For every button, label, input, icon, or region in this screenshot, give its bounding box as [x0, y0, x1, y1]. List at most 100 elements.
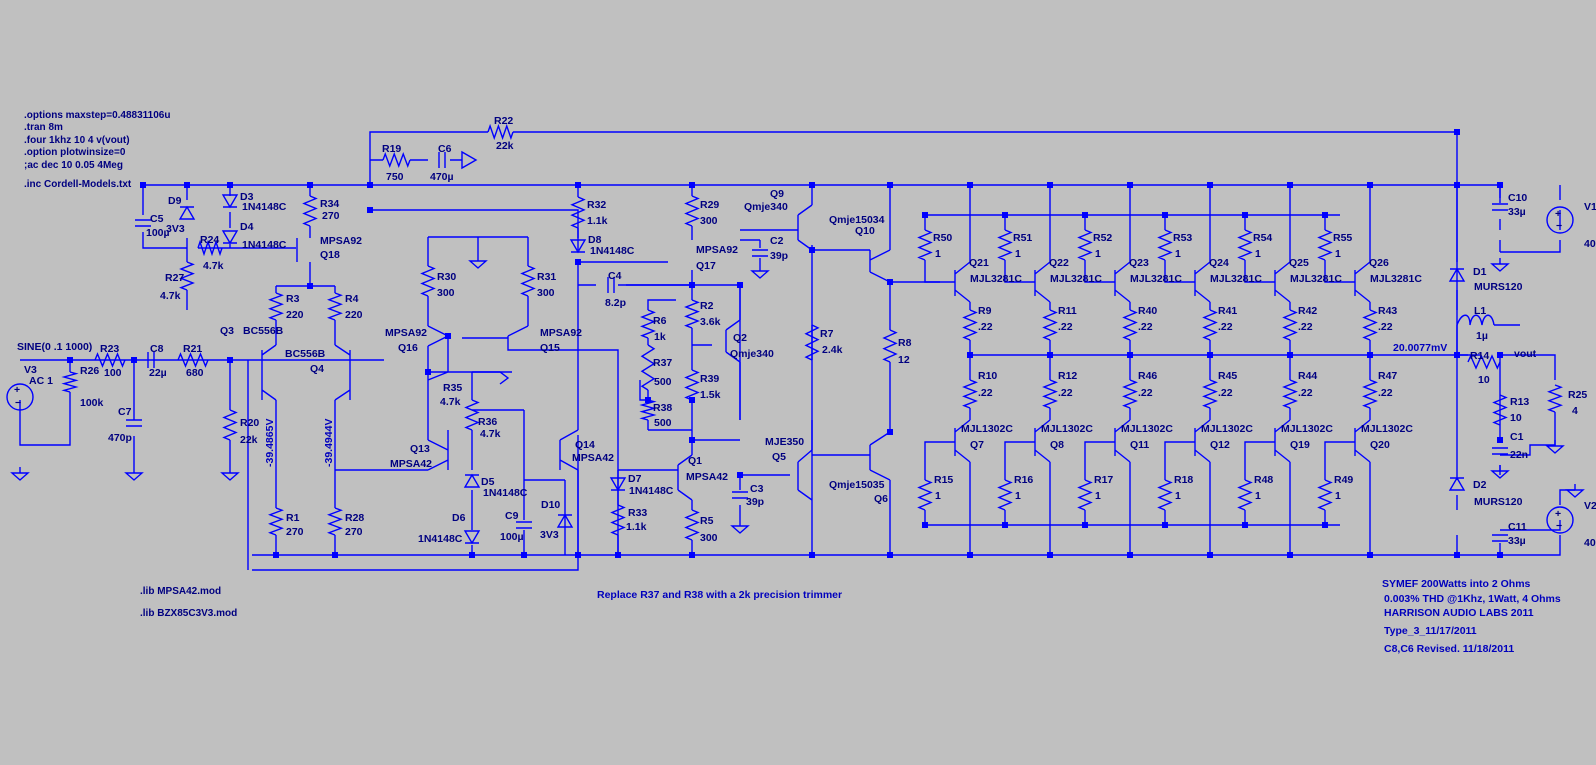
c2-value: 39p [770, 250, 788, 262]
r34-symbol [302, 195, 318, 227]
r7-value: 2.4k [822, 344, 843, 356]
r29-value: 300 [700, 215, 718, 227]
output-rb-bot-3-symbol [1077, 479, 1093, 511]
r1-ref: R1 [286, 512, 300, 524]
d6-symbol [463, 530, 481, 545]
q13-ref: Q13 [410, 443, 430, 455]
output-re-top-ref: R43 [1378, 305, 1397, 317]
d4-value: 1N4148C [242, 239, 287, 251]
output-re-bot-ref: R12 [1058, 370, 1077, 382]
r8-value: 12 [898, 354, 910, 366]
d10-symbol [556, 513, 574, 528]
q4-value: Q4 [310, 363, 324, 375]
output-rb-top-1-symbol [917, 229, 933, 261]
ground-arrow-icon [461, 150, 478, 170]
junction-dot [737, 472, 743, 478]
output-re-top-3-symbol [1122, 309, 1138, 341]
junction-dot [445, 333, 451, 339]
source-v3-name: V3 [24, 364, 37, 376]
output-re-bot-5-symbol [1282, 379, 1298, 409]
output-q-top-value: MJL3281C [1130, 273, 1182, 285]
q3-ref: BC556B [243, 325, 284, 337]
output-re-bot-3-symbol [1122, 379, 1138, 409]
output-q-bot-ref: MJL1302C [1361, 423, 1413, 435]
junction-dot [367, 207, 373, 213]
r36-value: 4.7k [480, 428, 501, 440]
output-pair-wiring [1244, 185, 1291, 555]
r31-value: 300 [537, 287, 555, 299]
r23-ref: R23 [100, 343, 119, 355]
output-re-top-value: .22 [1298, 321, 1313, 333]
junction-dot [887, 429, 893, 435]
r38-symbol [639, 399, 657, 421]
output-rb-bot-6-symbol [1317, 479, 1333, 511]
ground-c7-icon [124, 467, 144, 481]
title-line-1: SYMEF 200Watts into 2 Ohms [1382, 578, 1531, 590]
junction-dot [575, 182, 581, 188]
q2-ref: Q2 [733, 332, 747, 344]
output-pair-wiring [1084, 185, 1131, 555]
c6-symbol [438, 152, 446, 168]
output-pair-wiring [1004, 185, 1051, 555]
output-q-top-value: MJL3281C [1370, 273, 1422, 285]
ground-r30-icon [468, 255, 488, 269]
directive-maxstep: .options maxstep=0.48831106u [24, 110, 170, 121]
output-rb-bot-value: 1 [1095, 490, 1101, 502]
q14-value: MPSA42 [572, 452, 614, 464]
output-rb-top-value: 1 [935, 248, 941, 260]
c10-symbol [1492, 203, 1508, 211]
r29-ref: R29 [700, 199, 719, 211]
junction-dot [689, 437, 695, 443]
junction-dot [615, 552, 621, 558]
output-re-top-ref: R40 [1138, 305, 1157, 317]
net-label-vout: vout [1514, 348, 1537, 360]
r31-ref: R31 [537, 271, 556, 283]
output-re-bot-1-symbol [962, 379, 978, 409]
output-rb-bot-ref: R16 [1014, 474, 1033, 486]
r33-ref: R33 [628, 507, 647, 519]
d9-ref: D9 [168, 195, 182, 207]
q2-value: Qmje340 [730, 348, 774, 360]
c3-ref: C3 [750, 483, 764, 495]
c10-value: 33µ [1508, 206, 1526, 218]
ground-r25-icon [1545, 440, 1565, 454]
svg-text:+: + [14, 384, 20, 396]
junction-dot [1497, 352, 1503, 358]
d7-ref: D7 [628, 473, 642, 485]
c9-symbol [516, 521, 532, 529]
l1-symbol [1456, 314, 1500, 326]
output-q-top-ref: Q24 [1209, 257, 1229, 269]
ground-arrow-icon [472, 371, 510, 385]
d1-symbol [1448, 267, 1466, 282]
svg-text:−: − [15, 397, 21, 409]
c2-ref: C2 [770, 235, 784, 247]
source-v2-name: V2 [1584, 500, 1596, 512]
r3-symbol [268, 292, 284, 321]
output-re-bot-6-symbol [1362, 379, 1378, 409]
r7-symbol [804, 324, 820, 361]
d5-ref: D5 [481, 476, 495, 488]
c11-ref: C11 [1508, 521, 1527, 533]
c9-ref: C9 [505, 510, 519, 522]
r36-symbol [464, 399, 480, 431]
junction-dot [227, 182, 233, 188]
junction-dot [809, 247, 815, 253]
d8-ref: D8 [588, 234, 602, 246]
output-re-bot-value: .22 [1298, 387, 1313, 399]
output-q-bot-value: Q19 [1290, 439, 1310, 451]
c2-symbol [752, 249, 768, 257]
output-rb-top-value: 1 [1255, 248, 1261, 260]
source-v2-value: 40 [1584, 537, 1596, 549]
q6-ref: Qmje15035 [829, 479, 885, 491]
c7-symbol [126, 419, 142, 427]
q3-value: Q3 [220, 325, 234, 337]
output-q-bot-ref: MJL1302C [1121, 423, 1173, 435]
directive-four: .four 1khz 10 4 v(vout) [24, 135, 130, 146]
r5-ref: R5 [700, 515, 714, 527]
output-q-top-ref: Q21 [969, 257, 989, 269]
c7-value: 470p [108, 432, 132, 444]
r39-symbol [684, 369, 700, 401]
q9-ref: Q9 [770, 188, 784, 200]
r19-value: 750 [386, 171, 404, 183]
c8-value: 22µ [149, 367, 167, 379]
